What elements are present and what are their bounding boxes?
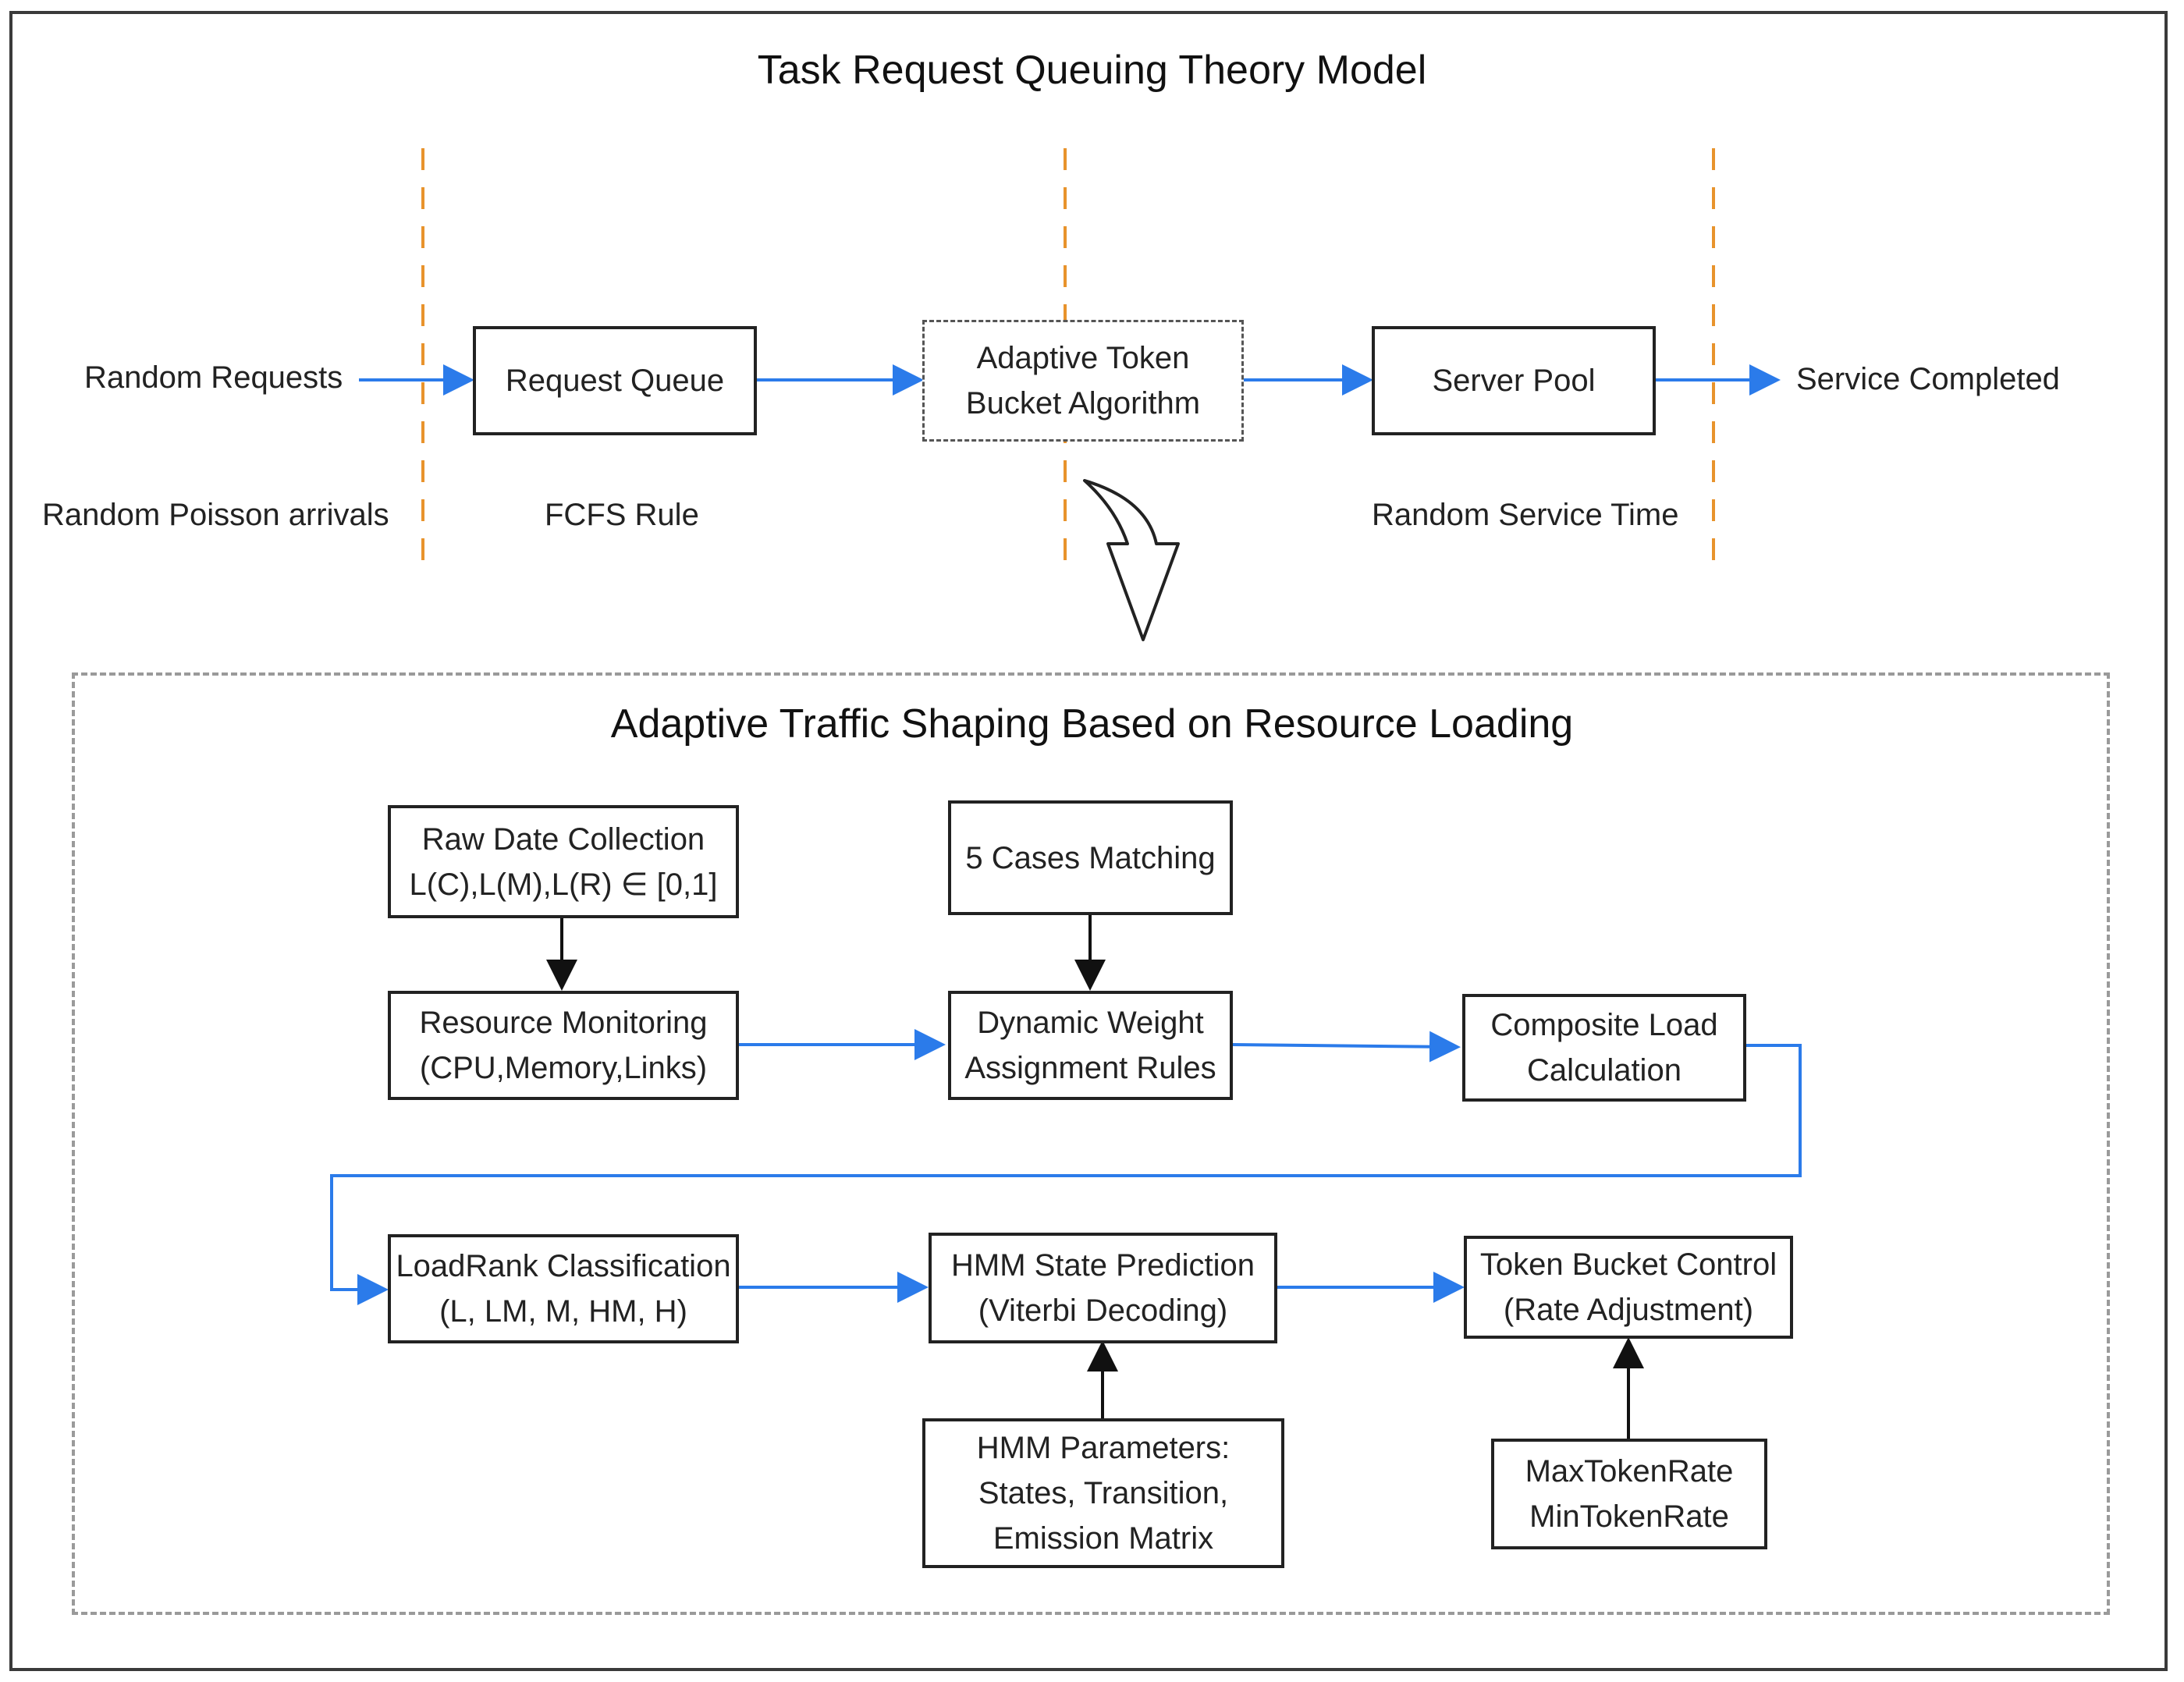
adaptive-token-bucket-box: Adaptive Token Bucket Algorithm [922,320,1244,442]
random-requests-label: Random Requests [84,360,343,395]
raw-data-collection-box: Raw Date Collection L(C),L(M),L(R) ∈ [0,… [388,805,739,918]
expand-down-arrow [1083,479,1180,641]
dynamic-weight-box: Dynamic Weight Assignment Rules [948,991,1233,1100]
service-time-note: Random Service Time [1372,498,1679,532]
cases-matching-box: 5 Cases Matching [948,800,1233,915]
arrow-weight-to-composite [1232,1031,1461,1063]
poisson-arrivals-note: Random Poisson arrivals [42,498,389,532]
composite-load-box: Composite Load Calculation [1462,994,1746,1102]
hmm-state-prediction-box: HMM State Prediction (Viterbi Decoding) [929,1233,1277,1343]
fcfs-note: FCFS Rule [545,498,699,532]
loadrank-classification-box: LoadRank Classification (L, LM, M, HM, H… [388,1234,739,1343]
outer-frame [9,11,2168,1671]
queuing-model-title: Task Request Queuing Theory Model [757,48,1427,93]
service-completed-label: Service Completed [1796,362,2060,396]
traffic-shaping-frame [72,672,2110,1615]
resource-monitoring-box: Resource Monitoring (CPU,Memory,Links) [388,991,739,1100]
token-bucket-control-box: Token Bucket Control (Rate Adjustment) [1464,1236,1793,1339]
request-queue-box: Request Queue [473,326,757,435]
hmm-parameters-box: HMM Parameters: States, Transition, Emis… [922,1418,1284,1568]
arrow-composite-to-loadrank [330,1044,1802,1305]
traffic-shaping-title: Adaptive Traffic Shaping Based on Resour… [610,701,1574,747]
server-pool-box: Server Pool [1372,326,1656,435]
token-rate-box: MaxTokenRate MinTokenRate [1491,1439,1767,1549]
